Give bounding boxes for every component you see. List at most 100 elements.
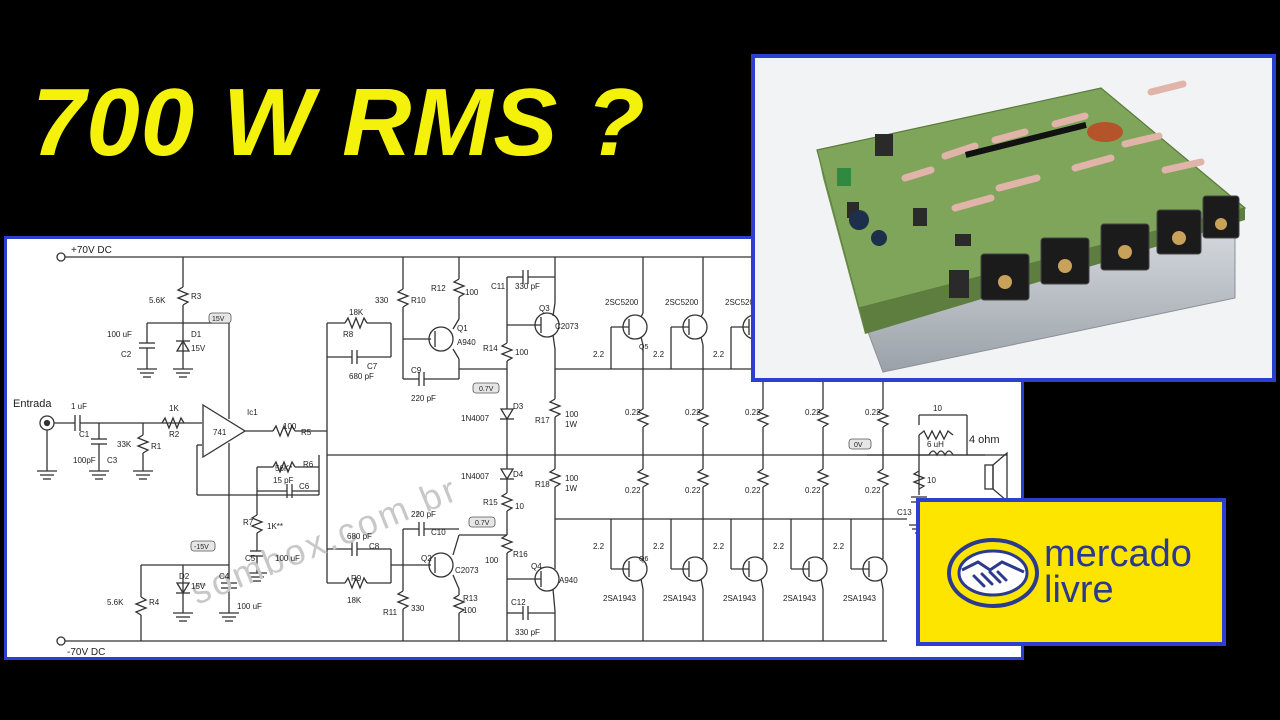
r6-value: 56K* xyxy=(275,464,292,473)
npn-part-number: 2SC5200 xyxy=(665,298,699,307)
r5-value: 100 xyxy=(283,422,297,431)
c1-label: C1 xyxy=(79,430,90,439)
tag-0-7v-upper: 0.7V xyxy=(479,386,494,393)
r6-label: R6 xyxy=(303,460,314,469)
q4-value: A940 xyxy=(559,576,578,585)
r10-label: R10 xyxy=(411,296,426,305)
r1-value: 33K xyxy=(117,440,132,449)
c13-label: C13 xyxy=(897,508,912,517)
d3-label: D3 xyxy=(513,402,524,411)
r5-label: R5 xyxy=(301,428,312,437)
r8-label: R8 xyxy=(343,330,354,339)
d2-label: D2 xyxy=(179,572,190,581)
tag-0-7v-lower: 0.7V xyxy=(475,520,490,527)
q4-label: Q4 xyxy=(531,562,542,571)
d4-label: D4 xyxy=(513,470,524,479)
pnp-base-resistor-value: 2.2 xyxy=(833,542,845,551)
pnp-part-number: 2SA1943 xyxy=(663,594,696,603)
emitter-resistor xyxy=(876,408,890,428)
c12-value: 330 pF xyxy=(515,628,540,637)
pnp-stage xyxy=(670,455,710,641)
npn-emitter-resistor-value: 0.22 xyxy=(745,408,761,417)
c11-label: C11 xyxy=(491,282,506,291)
emitter-resistor xyxy=(756,408,770,428)
npn-base-resistor-value: 2.2 xyxy=(713,350,725,359)
r14-label: R14 xyxy=(483,344,498,353)
mercado-livre-logo: mercado livre xyxy=(916,498,1226,646)
c6-label: C6 xyxy=(299,482,310,491)
emitter-resistor xyxy=(816,468,830,488)
output-transistors-pnp: 0.222.22SA19430.222.22SA19430.222.22SA19… xyxy=(593,455,890,641)
d2-value: 15V xyxy=(191,582,206,591)
c4-label: C4 xyxy=(219,572,230,581)
emitter-resistor xyxy=(816,408,830,428)
npn-emitter-resistor-value: 0.22 xyxy=(685,408,701,417)
r15-label: R15 xyxy=(483,498,498,507)
transistor-collector xyxy=(640,312,644,318)
pnp-base-resistor-value: 2.2 xyxy=(593,542,605,551)
r18-value: 100 xyxy=(565,474,579,483)
r9-label: R9 xyxy=(351,574,362,583)
r11-value: 330 xyxy=(411,604,425,613)
q2-label: Q2 xyxy=(421,554,432,563)
emitter-resistor xyxy=(636,468,650,488)
q3-label: Q3 xyxy=(539,304,550,313)
r16-value: 100 xyxy=(485,556,499,565)
pnp-emitter-resistor-value: 0.22 xyxy=(745,486,761,495)
watermark: sombox.com.br xyxy=(185,468,465,613)
transistor-collector xyxy=(700,578,704,590)
c5-value: 100 uF xyxy=(275,554,300,563)
input-label: Entrada xyxy=(13,398,52,410)
r12-value: 100 xyxy=(465,288,479,297)
r14-value: 100 xyxy=(515,348,529,357)
emitter-resistor xyxy=(696,408,710,428)
r13-value: 100 xyxy=(463,606,477,615)
r2-value: 1K xyxy=(169,404,179,413)
pnp-stage xyxy=(790,455,830,641)
pnp-base-resistor-value: 2.2 xyxy=(713,542,725,551)
pnp-stage xyxy=(610,455,650,641)
pnp-part-number: 2SA1943 xyxy=(843,594,876,603)
npn-part-number: 2SC5200 xyxy=(605,298,639,307)
c3-value: 100pF xyxy=(73,456,96,465)
q6-label: Q6 xyxy=(639,556,648,563)
logo-line-1: mercado xyxy=(1044,533,1192,575)
logo-line-2: livre xyxy=(1044,569,1114,611)
r2-label: R2 xyxy=(169,430,180,439)
r17-value: 100 xyxy=(565,410,579,419)
amplifier-board-photo xyxy=(751,54,1276,382)
npn-emitter-resistor-value: 0.22 xyxy=(865,408,881,417)
transistor-collector xyxy=(820,578,824,590)
transistor-collector xyxy=(760,578,764,590)
pnp-emitter-resistor-value: 0.22 xyxy=(865,486,881,495)
c11-value: 330 pF xyxy=(515,282,540,291)
r1-label: R1 xyxy=(151,442,162,451)
transistor-collector xyxy=(700,312,704,318)
pnp-emitter-resistor-value: 0.22 xyxy=(685,486,701,495)
q5-label: Q5 xyxy=(639,344,648,351)
npn-part-number: 2SC5200 xyxy=(725,298,759,307)
npn-stage xyxy=(670,257,710,455)
r4-label: R4 xyxy=(149,598,160,607)
pnp-emitter-resistor-value: 0.22 xyxy=(625,486,641,495)
r4-value: 5.6K xyxy=(107,598,124,607)
tag-0v: 0V xyxy=(854,442,863,449)
d1-label: D1 xyxy=(191,330,202,339)
pnp-base-resistor-value: 2.2 xyxy=(653,542,665,551)
c7-label: C7 xyxy=(367,362,378,371)
npn-stage xyxy=(610,257,650,455)
r18-watt: 1W xyxy=(565,484,577,493)
emitter-resistor xyxy=(636,408,650,428)
transistor-collector xyxy=(640,578,644,590)
d4-value: 1N4007 xyxy=(461,472,490,481)
c10-label: C10 xyxy=(431,528,446,537)
transistor-emitter xyxy=(700,336,704,346)
c5-label: C5 xyxy=(245,554,256,563)
emitter-resistor xyxy=(876,468,890,488)
c1-value: 1 uF xyxy=(71,402,87,411)
c2-label: C2 xyxy=(121,350,132,359)
npn-emitter-resistor-value: 0.22 xyxy=(625,408,641,417)
r11-label: R11 xyxy=(383,608,398,617)
r17-label: R17 xyxy=(535,416,550,425)
transistor-emitter xyxy=(640,336,644,346)
